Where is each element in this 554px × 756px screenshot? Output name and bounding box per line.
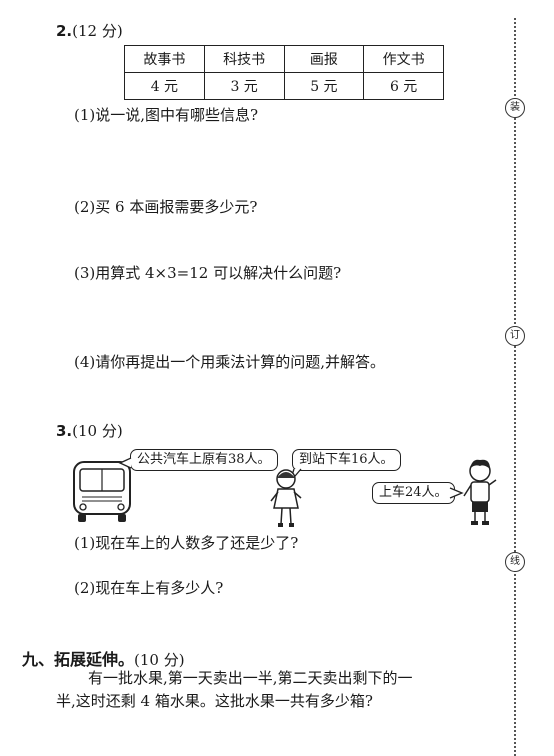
section-9-header: 九、拓展延伸。(10 分) <box>22 646 185 670</box>
section-9-line-1: 有一批水果,第一天卖出一半,第二天卖出剩下的一 <box>88 669 413 687</box>
table-price-cell: 5 元 <box>283 72 365 100</box>
section-9-score: (10 分) <box>134 651 185 669</box>
table-header-cell: 故事书 <box>124 45 205 73</box>
bus-illustration <box>73 461 131 522</box>
question-3-sub2: (2)现在车上有多少人? <box>74 579 224 597</box>
question-2-sub4: (4)请你再提出一个用乘法计算的问题,并解答。 <box>74 353 386 371</box>
girl-illustration <box>270 469 302 527</box>
section-9-title: 九、拓展延伸。 <box>22 650 135 669</box>
question-2-sub1: (1)说一说,图中有哪些信息? <box>74 106 259 124</box>
table-header-cell: 科技书 <box>203 45 285 73</box>
question-2-sub2: (2)买 6 本画报需要多少元? <box>74 198 258 216</box>
table-price-cell: 3 元 <box>203 72 285 100</box>
binding-mark-1: 装 <box>505 98 525 118</box>
speech-bubble-boy-text: 上车24人。 <box>379 485 448 500</box>
table-header-cell: 作文书 <box>363 45 444 73</box>
speech-bubble-girl: 到站下车16人。 <box>292 449 401 471</box>
section-9-line-2: 半,这时还剩 4 箱水果。这批水果一共有多少箱? <box>56 692 373 710</box>
question-3-score: (10 分) <box>72 422 123 440</box>
question-2-number: 2. <box>56 22 73 40</box>
question-2-header: 2.(12 分) <box>56 20 123 41</box>
table-price-cell: 6 元 <box>363 72 444 100</box>
binding-dotted-line <box>514 18 516 756</box>
table-price-cell: 4 元 <box>124 72 205 100</box>
price-table-value-row: 4 元 3 元 5 元 6 元 <box>124 72 444 100</box>
table-header-cell: 画报 <box>283 45 365 73</box>
boy-illustration <box>463 459 497 525</box>
speech-bubble-girl-text: 到站下车16人。 <box>299 452 394 467</box>
question-2-score: (12 分) <box>72 22 123 40</box>
question-3-number: 3. <box>56 422 73 440</box>
binding-mark-2: 订 <box>505 326 525 346</box>
question-3-sub1: (1)现在车上的人数多了还是少了? <box>74 534 299 552</box>
speech-bubble-boy: 上车24人。 <box>372 482 455 504</box>
price-table: 故事书 科技书 画报 作文书 4 元 3 元 5 元 6 元 <box>124 45 444 100</box>
speech-bubble-bus-text: 公共汽车上原有38人。 <box>137 452 271 467</box>
question-3-header: 3.(10 分) <box>56 420 123 441</box>
speech-bubble-boy-tail <box>449 487 464 499</box>
binding-mark-3: 线 <box>505 552 525 572</box>
price-table-header-row: 故事书 科技书 画报 作文书 <box>124 45 444 73</box>
speech-bubble-bus-tail <box>118 457 132 469</box>
question-2-sub3: (3)用算式 4×3=12 可以解决什么问题? <box>74 264 342 282</box>
speech-bubble-bus: 公共汽车上原有38人。 <box>130 449 278 471</box>
